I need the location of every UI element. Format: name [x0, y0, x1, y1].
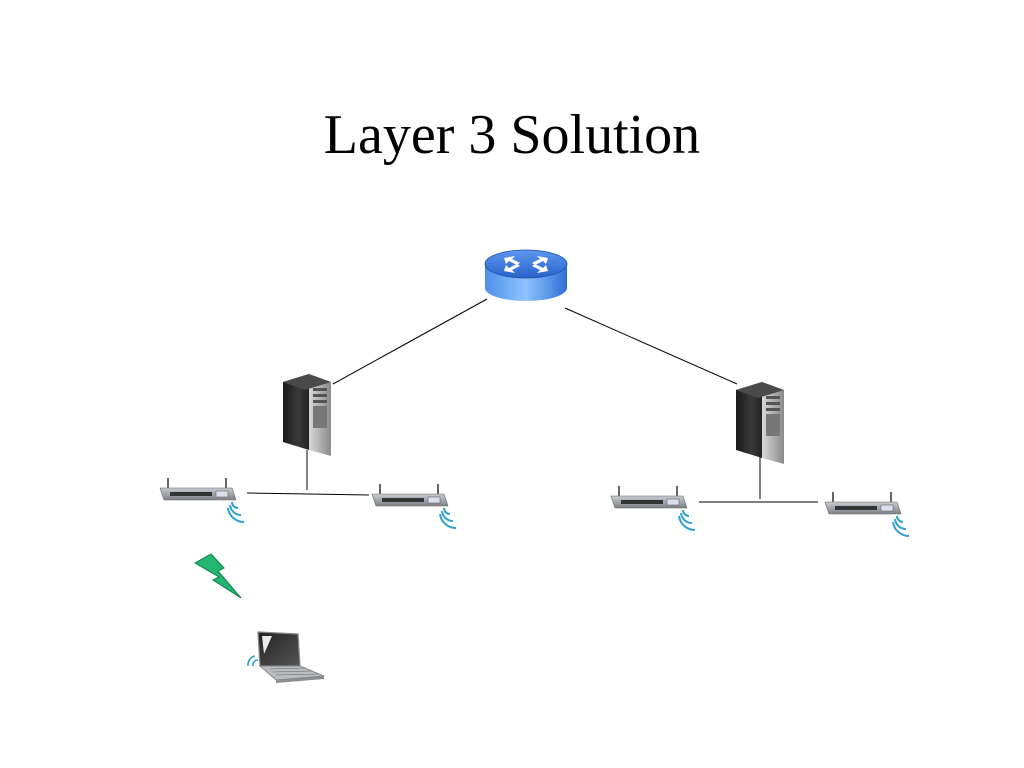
link-lan-left: [246, 492, 370, 496]
link-router-server-right: [564, 307, 738, 385]
server-tower-icon: [736, 382, 784, 464]
router-icon: [484, 249, 568, 301]
connection-lines: [246, 298, 818, 503]
wireless-access-point-icon: [824, 492, 910, 538]
link-router-server-left: [332, 298, 488, 385]
lightning-bolt-icon: [193, 553, 242, 599]
wireless-access-point-icon: [610, 486, 696, 532]
wireless-access-point-icon: [371, 484, 457, 530]
wireless-laptop-icon: [247, 631, 325, 683]
server-tower-icon: [283, 374, 331, 456]
slide-title: Layer 3 Solution: [323, 104, 701, 166]
wireless-access-point-icon: [159, 478, 245, 524]
